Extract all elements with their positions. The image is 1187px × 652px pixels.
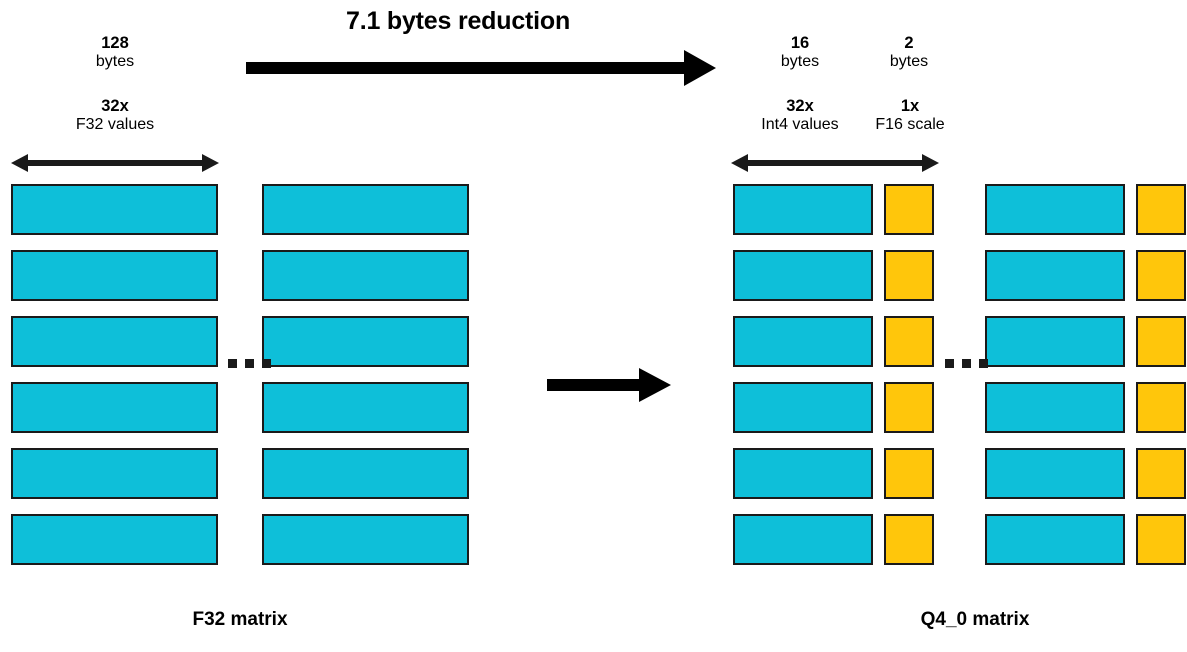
ellipsis-dot: [262, 359, 271, 368]
q40-values-block: [985, 514, 1125, 565]
q40-scale-block: [1136, 250, 1186, 301]
right-dimension-arrow-icon: [731, 154, 939, 172]
left-size-value: 128: [101, 34, 129, 52]
q40-scale-block: [884, 382, 934, 433]
right-scale-size-unit: bytes: [889, 53, 929, 71]
right-matrix-caption: Q4_0 matrix: [920, 609, 1030, 630]
right-values-block-count: 32x: [786, 97, 814, 115]
right-values-block-kind: Int4 values: [761, 116, 839, 134]
right-scale-block-count: 1x: [900, 97, 920, 115]
q40-scale-block: [1136, 316, 1186, 367]
right-values-size-value: 16: [790, 34, 810, 52]
ellipsis-dot: [228, 359, 237, 368]
f32-block: [11, 316, 218, 367]
right-scale-block-label: 1x F16 scale: [858, 97, 962, 135]
q40-values-block: [985, 184, 1125, 235]
right-values-size-unit: bytes: [780, 53, 820, 71]
diagram-title: 7.1 bytes reduction: [346, 7, 571, 35]
reduction-arrow-icon: [246, 50, 716, 86]
f32-block: [262, 382, 469, 433]
q40-values-block: [733, 184, 873, 235]
left-dimension-arrow-icon: [11, 154, 219, 172]
f32-block: [11, 448, 218, 499]
ellipsis-dot: [245, 359, 254, 368]
q40-scale-block: [884, 448, 934, 499]
q40-scale-block: [1136, 514, 1186, 565]
q40-values-block: [985, 316, 1125, 367]
q40-values-block: [733, 316, 873, 367]
q40-scale-block: [1136, 448, 1186, 499]
left-matrix-caption: F32 matrix: [192, 609, 288, 630]
f32-block: [11, 382, 218, 433]
left-ellipsis: [228, 359, 271, 368]
right-values-block-label: 32x Int4 values: [731, 97, 869, 135]
f32-block: [262, 250, 469, 301]
left-block-count: 32x: [101, 97, 129, 115]
q40-scale-block: [884, 184, 934, 235]
q40-values-block: [733, 382, 873, 433]
conversion-arrow-icon: [547, 368, 671, 402]
f32-block: [262, 448, 469, 499]
q40-scale-block: [884, 514, 934, 565]
q40-values-block: [733, 448, 873, 499]
q40-values-block: [733, 514, 873, 565]
right-values-size-label: 16 bytes: [740, 34, 860, 72]
q40-scale-block: [884, 250, 934, 301]
right-ellipsis: [945, 359, 988, 368]
right-scale-size-label: 2 bytes: [855, 34, 963, 72]
q40-values-block: [733, 250, 873, 301]
q40-scale-block: [1136, 382, 1186, 433]
right-scale-block-kind: F16 scale: [875, 116, 945, 134]
q40-values-block: [985, 382, 1125, 433]
q40-scale-block: [884, 316, 934, 367]
f32-block: [262, 316, 469, 367]
right-scale-size-value: 2: [904, 34, 914, 52]
left-size-unit: bytes: [95, 53, 135, 71]
q40-values-block: [985, 448, 1125, 499]
q40-scale-block: [1136, 184, 1186, 235]
ellipsis-dot: [979, 359, 988, 368]
f32-block: [11, 250, 218, 301]
f32-block: [11, 184, 218, 235]
q40-values-block: [985, 250, 1125, 301]
left-block-label: 32x F32 values: [55, 97, 175, 135]
f32-block: [262, 514, 469, 565]
f32-block: [262, 184, 469, 235]
left-size-label: 128 bytes: [55, 34, 175, 72]
ellipsis-dot: [962, 359, 971, 368]
ellipsis-dot: [945, 359, 954, 368]
left-block-kind: F32 values: [75, 116, 155, 134]
f32-block: [11, 514, 218, 565]
